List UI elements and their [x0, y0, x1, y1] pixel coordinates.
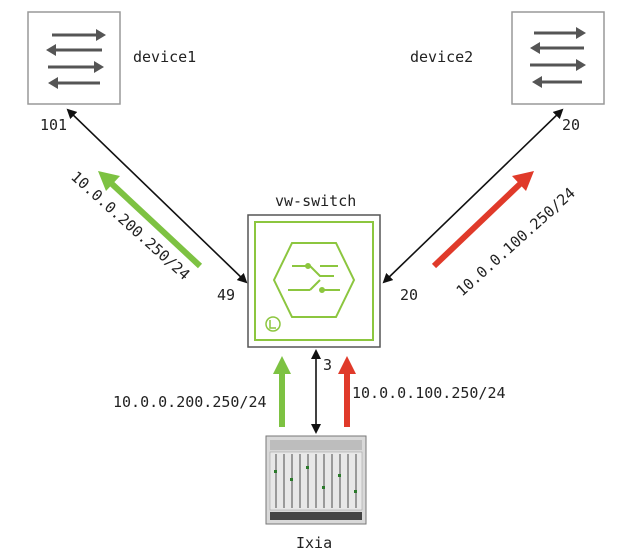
subnet-label-bottom-left: 10.0.0.200.250/24: [113, 393, 267, 411]
traffic-generator-chassis-icon: [265, 435, 367, 525]
device1-label: device1: [133, 48, 196, 66]
vw-brand-badge-icon: [265, 316, 281, 332]
green-flow-arrow-bottom: [273, 356, 291, 427]
vw-switch-node[interactable]: [247, 214, 381, 348]
green-flow-arrow-left: [98, 171, 203, 269]
red-flow-arrow-bottom: [338, 356, 356, 427]
device2-label: device2: [410, 48, 473, 66]
ixia-node[interactable]: [265, 435, 367, 525]
vw-bottom-port-label: 3: [323, 356, 332, 374]
device1-to-vw-link: [66, 108, 248, 284]
vw-switch-hex-icon: [272, 242, 356, 318]
ixia-label: Ixia: [296, 534, 332, 552]
vw-switch-label: vw-switch: [275, 192, 356, 210]
red-flow-arrow-right: [431, 171, 534, 269]
subnet-label-right-diagonal: 10.0.0.100.250/24: [453, 184, 579, 300]
subnet-label-left-diagonal: 10.0.0.200.250/24: [67, 168, 193, 284]
switch-arrows-icon: [46, 29, 106, 89]
device2-node[interactable]: [511, 11, 605, 105]
switch-arrows-icon: [530, 27, 586, 88]
subnet-label-bottom-right: 10.0.0.100.250/24: [352, 384, 506, 402]
device1-port-label: 101: [40, 116, 67, 134]
device2-port-label: 20: [562, 116, 580, 134]
device1-node[interactable]: [27, 11, 121, 105]
device2-to-vw-link: [382, 108, 564, 284]
vw-right-port-label: 20: [400, 286, 418, 304]
vw-left-port-label: 49: [217, 286, 235, 304]
